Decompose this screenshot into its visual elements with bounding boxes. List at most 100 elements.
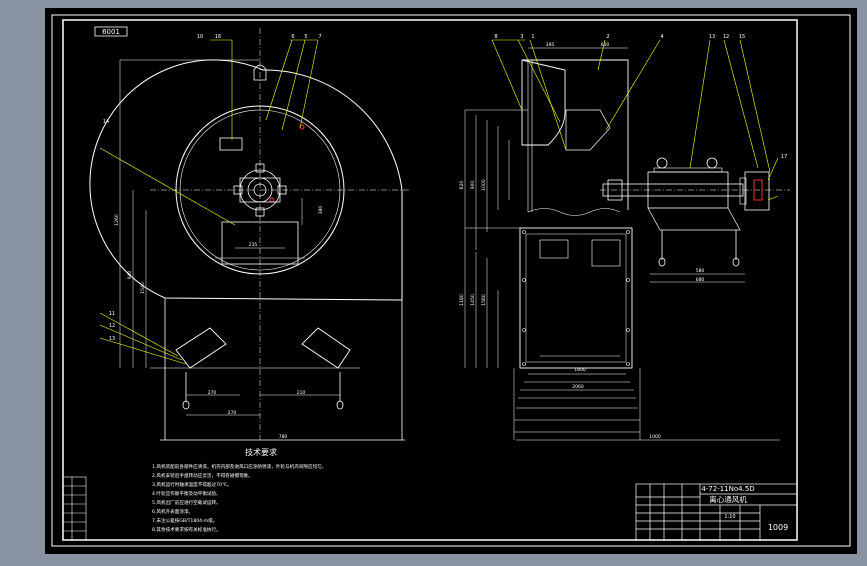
oil-cup-left (656, 157, 668, 169)
dimension-label: 235 (249, 242, 258, 248)
balloon-label: 3 (520, 34, 523, 40)
motor-block-2 (591, 239, 621, 267)
drawing-sheet (45, 8, 857, 554)
volute-outline (89, 59, 403, 301)
inlet-collector (521, 59, 566, 146)
tech-req-line: 2.风机安装后手盘转动应灵活，不得有碰擦现象。 (152, 472, 253, 479)
balloon-label: 5 (304, 34, 307, 40)
balloon-label: 12 (109, 323, 115, 329)
title-model: 4-72-11No4.5D (701, 485, 754, 493)
tech-req-line: 7.未注公差按GB/T1804-m级。 (152, 517, 217, 524)
technical-requirements: 技术要求 1.风机装配前各部件应清洗，机壳内部及进风口应涂防锈漆，叶轮与机壳间隙… (152, 447, 326, 533)
balloon-label: 8 (494, 34, 497, 40)
tech-req-line: 8.其余技术要求按有关标准执行。 (152, 526, 221, 533)
title-scale: 1:10 (724, 514, 735, 520)
balloon-label: 14 (103, 119, 109, 125)
tech-req-line: 6.风机外表面涂漆。 (152, 508, 193, 515)
left-leaders (99, 39, 319, 365)
left-balloons: 10 16 6 5 7 14 11 12 13 (103, 34, 322, 342)
balloon-label: 16 (215, 34, 221, 40)
casing-top (522, 59, 629, 210)
balloon-label: 11 (109, 311, 115, 317)
drawing-number: 1009 (768, 523, 788, 532)
balloon-label: 7 (318, 34, 321, 40)
left-dims-right-view (464, 109, 528, 368)
balloon-label: 13 (709, 34, 715, 40)
balloon-label: 12 (723, 34, 729, 40)
coupling-flange (739, 177, 747, 205)
motor-block-1 (539, 239, 569, 259)
coupling (744, 171, 770, 211)
dimension-label: 1450 (470, 294, 476, 306)
balloon-label: 2 (606, 34, 609, 40)
dimension-label: 2060 (572, 384, 584, 390)
left-foot (175, 327, 227, 369)
outlet-duct-inner (525, 233, 627, 363)
duct-bolts (522, 230, 630, 366)
right-foot (301, 327, 351, 369)
title-block-grid (635, 483, 798, 541)
dimension-label: 1000 (649, 434, 661, 440)
tech-req-line: 4.叶轮应作静平衡及动平衡试验。 (152, 490, 221, 497)
side-view (464, 39, 790, 441)
tech-req-lines: 1.风机装配前各部件应清洗，机壳内部及进风口应涂防锈漆，叶轮与机壳间隙应均匀。 2… (152, 463, 326, 533)
dimension-label: 1180 (459, 294, 465, 306)
dimension-label: 600 (601, 42, 610, 48)
left-dimensions (119, 59, 340, 416)
tech-req-line: 5.风机出厂前应进行空载试运转。 (152, 499, 221, 506)
right-leaders (491, 39, 779, 201)
dimension-label: 380 (318, 206, 324, 215)
balloon-label: 4 (660, 34, 663, 40)
balloon-label: 6 (291, 34, 294, 40)
dimension-label: 1540 (140, 282, 146, 294)
tech-req-line: 3.风机运行时轴承温度不得超过70℃。 (152, 481, 232, 488)
bearing-cap (653, 167, 723, 173)
title-block: 4-72-11No4.5D 离心通风机 1:10 1009 (635, 483, 798, 541)
dimension-label: 1000 (481, 179, 487, 191)
dimension-label: 580 (696, 268, 705, 274)
bolt-marks (233, 163, 287, 217)
dimension-label: 395 (546, 42, 555, 48)
balloon-label: 17 (781, 154, 787, 160)
dimension-label: 270 (208, 390, 217, 396)
hub (607, 179, 623, 201)
top-flange (253, 64, 267, 81)
title-name: 离心通风机 (709, 494, 747, 504)
impeller-blade-section (565, 109, 611, 151)
bearing-bracket (647, 207, 741, 231)
sheet-code-box: 6001 (94, 26, 128, 37)
front-view (89, 28, 410, 441)
key-red (753, 179, 763, 201)
bottom-dims-right (513, 368, 780, 441)
support-frame (221, 221, 299, 265)
revision-table (62, 476, 87, 541)
anchor-bolts-left (182, 372, 344, 410)
oil-cup-right (706, 157, 718, 169)
balloon-label: 1 (531, 34, 534, 40)
outlet-duct (519, 227, 633, 369)
inner-frame (62, 19, 798, 541)
tech-req-line: 1.风机装配前各部件应清洗，机壳内部及进风口应涂防锈漆，叶轮与机壳间隙应均匀。 (152, 463, 326, 470)
balloon-label: 10 (197, 34, 203, 40)
dimension-label: 1800 (574, 367, 586, 373)
sheet-code: 6001 (102, 28, 120, 36)
dimension-label: 620 (459, 181, 465, 190)
bearing-bolts (658, 230, 740, 267)
balloon-label: 13 (109, 336, 115, 342)
dimension-label: 1260 (114, 214, 120, 226)
dimension-label: 680 (696, 277, 705, 283)
tech-req-heading: 技术要求 (245, 447, 277, 457)
dimension-label: 1560 (481, 294, 487, 306)
inspection-box (219, 137, 243, 151)
right-dim-labels: 395 600 620 900 1000 1180 1450 1560 1800 2060 580 6… (459, 42, 704, 440)
outer-frame (51, 14, 851, 547)
dimension-label: 270 (228, 410, 237, 416)
balloon-label: 15 (739, 34, 745, 40)
dimension-label: 900 (470, 181, 476, 190)
dimension-label: 940 (127, 271, 133, 280)
dimension-label: 210 (297, 390, 306, 396)
